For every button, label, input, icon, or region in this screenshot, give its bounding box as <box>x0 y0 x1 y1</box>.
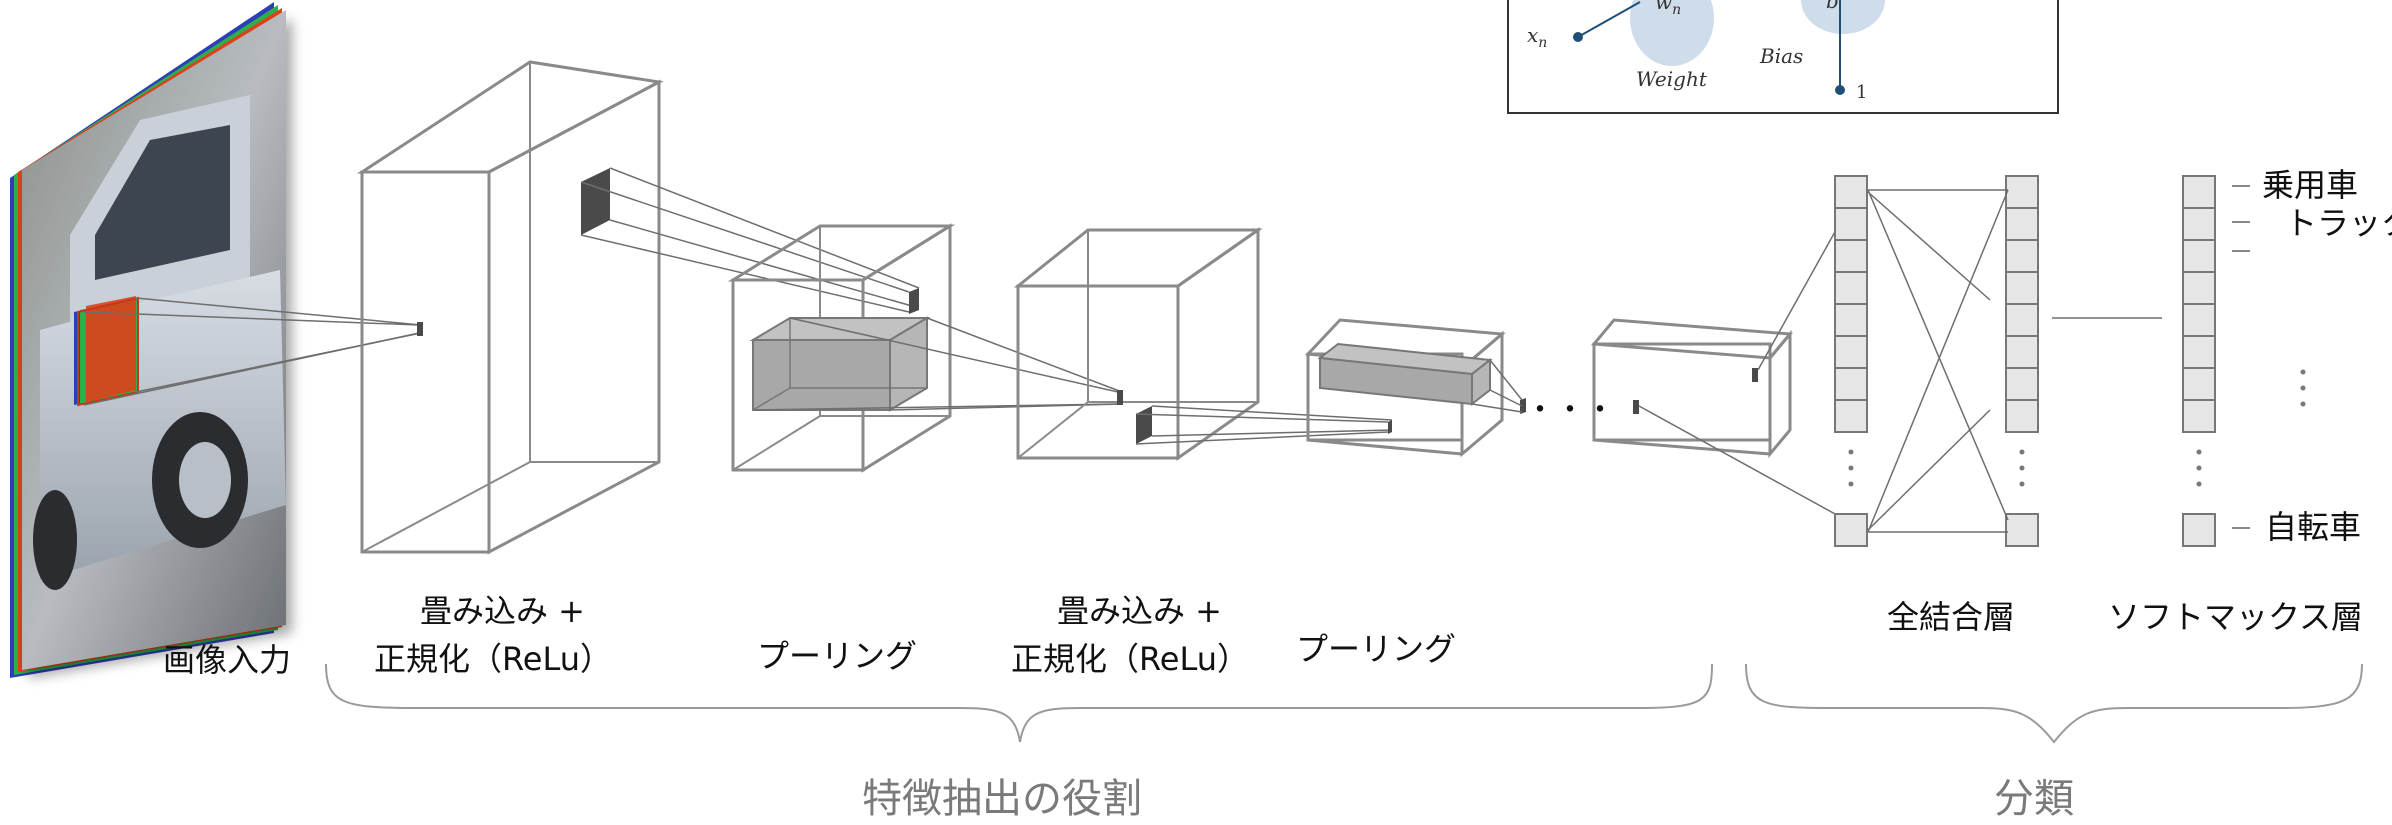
softmax-neuron-ellipsis-dot <box>2196 481 2202 487</box>
conv2-to-pool2-lines <box>1135 405 1393 445</box>
fc2-neuron <box>2005 335 2039 369</box>
label-conv2-line1: 畳み込み + <box>1057 592 1222 630</box>
fc2-neuron-ellipsis-dot <box>2019 465 2025 471</box>
pool1-inner-block <box>749 316 931 412</box>
car-wheel-rear <box>33 490 77 590</box>
input-symbol: xn <box>1527 23 1547 51</box>
fc2-neuron-ellipsis-dot <box>2019 449 2025 455</box>
conv2-volume <box>1013 227 1263 461</box>
fc2-neuron <box>2005 207 2039 241</box>
label-conv1-line1: 畳み込み + <box>420 592 585 630</box>
fc1-neuron <box>1834 303 1868 337</box>
fc2-neuron <box>2005 175 2039 209</box>
bias-symbol: b <box>1826 0 1839 13</box>
output-class-bicycle: 自転車 <box>2265 508 2361 546</box>
neuron-inset: xn wn b Weight Bias 1 <box>1507 0 2059 114</box>
bias-label: Bias <box>1759 44 1803 68</box>
fc1-neuron-ellipsis-dot <box>1848 465 1854 471</box>
fc-column-2 <box>2005 175 2039 547</box>
car-window <box>95 125 230 280</box>
softmax-column <box>2182 175 2216 547</box>
fc2-neuron-last <box>2005 513 2039 547</box>
conv2-filter-patch <box>1136 406 1152 444</box>
classification-brace <box>1745 663 2363 744</box>
fc1-neuron-ellipsis-dot <box>1848 449 1854 455</box>
softmax-neuron <box>2182 303 2216 337</box>
softmax-neuron-last <box>2182 513 2216 547</box>
last-feature-volume <box>1590 318 1794 459</box>
label-fc: 全結合層 <box>1887 598 2015 636</box>
fc-column-1 <box>1834 175 1868 547</box>
car-hub-front <box>179 442 231 518</box>
section-feature-extraction: 特徴抽出の役割 <box>862 776 1142 822</box>
softmax-neuron <box>2182 207 2216 241</box>
fc1-neuron <box>1834 175 1868 209</box>
output-ticks <box>2232 185 2250 529</box>
pool2-right-patch <box>1520 398 1526 414</box>
output-class-truck: トラック <box>2285 204 2392 242</box>
fc1-neuron <box>1834 399 1868 433</box>
fc2-neuron <box>2005 367 2039 401</box>
fc1-neuron <box>1834 239 1868 273</box>
weight-label: Weight <box>1636 67 1708 91</box>
softmax-neuron <box>2182 271 2216 305</box>
label-input: 画像入力 <box>163 641 291 679</box>
conv1-volume <box>356 60 664 555</box>
input-node <box>1573 32 1583 42</box>
conv1-filter-patch <box>581 168 610 235</box>
fc2-neuron <box>2005 271 2039 305</box>
output-class-car: 乗用車 <box>2262 166 2358 204</box>
input-edge <box>1577 1 1641 38</box>
softmax-neuron <box>2182 335 2216 369</box>
softmax-neuron <box>2182 175 2216 209</box>
label-conv1-line2: 正規化（ReLu） <box>374 640 612 678</box>
input-image <box>10 2 286 678</box>
fc1-neuron <box>1834 207 1868 241</box>
receptive-field-red <box>86 296 136 402</box>
fc2-neuron <box>2005 239 2039 273</box>
fc2-neuron <box>2005 399 2039 433</box>
fc2-neuron-ellipsis-dot <box>2019 481 2025 487</box>
weight-symbol: wn <box>1655 0 1681 18</box>
fc1-neuron <box>1834 367 1868 401</box>
label-pool2: プーリング <box>1296 630 1456 668</box>
label-pool1: プーリング <box>757 637 917 675</box>
softmax-neuron <box>2182 399 2216 433</box>
softmax-neuron-ellipsis-dot <box>2196 449 2202 455</box>
pool2-output-patch <box>1388 420 1392 434</box>
fc-connection-lines <box>1867 189 2162 533</box>
pool2-inner-block <box>1317 342 1493 407</box>
section-classification: 分類 <box>1994 776 2074 822</box>
bias-node <box>1835 85 1845 95</box>
feature-extraction-brace <box>325 663 1713 743</box>
inset-frame <box>1507 0 2059 114</box>
output-ellipsis-dots <box>2300 369 2306 407</box>
label-conv2-line2: 正規化（ReLu） <box>1011 640 1249 678</box>
pool2-to-next-lines <box>1471 359 1523 413</box>
pool1-output-patch <box>909 288 919 314</box>
bias-lobe <box>1801 0 1885 34</box>
conv1-to-pool1-lines <box>580 167 920 313</box>
fc1-neuron <box>1834 335 1868 369</box>
softmax-neuron-ellipsis-dot <box>2196 465 2202 471</box>
last-feature-point-left <box>1633 400 1639 414</box>
fc1-neuron <box>1834 271 1868 305</box>
softmax-neuron <box>2182 367 2216 401</box>
continuation-dots: ・・・ <box>1525 393 1615 428</box>
bias-input-label: 1 <box>1856 82 1867 103</box>
fc2-neuron <box>2005 303 2039 337</box>
weight-lobe <box>1630 0 1714 66</box>
fc1-neuron-ellipsis-dot <box>1848 481 1854 487</box>
label-softmax: ソフトマックス層 <box>2108 598 2363 636</box>
last-feature-point-right <box>1752 368 1758 382</box>
softmax-neuron <box>2182 239 2216 273</box>
conv1-input-point <box>417 322 423 336</box>
feature-to-fc-lines <box>1638 211 1847 521</box>
conv2-input-point <box>1117 390 1123 405</box>
fc1-neuron-last <box>1834 513 1868 547</box>
